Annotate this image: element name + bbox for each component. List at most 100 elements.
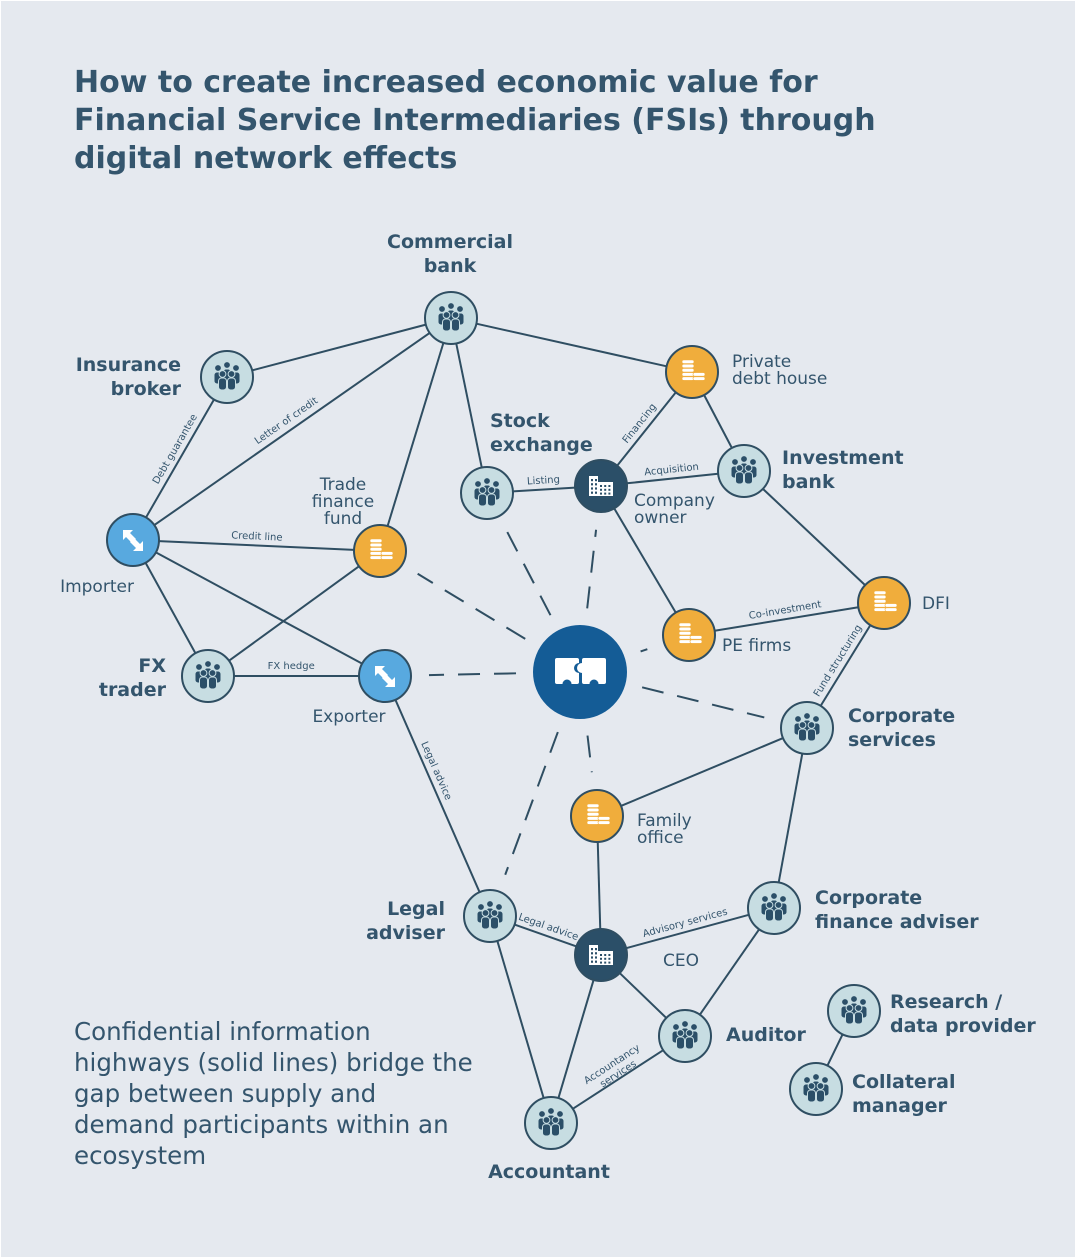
node-label-line: Private [732,352,791,372]
edge-insurance-broker-to-commercial-bank [251,323,427,372]
node-label-line: Investment [782,447,904,469]
node-label-line: Family [637,811,692,831]
node-label-line: data provider [890,1015,1036,1037]
people-icon [802,1073,830,1103]
edge-insurance-broker-to-importer [145,399,215,518]
node-label-line: adviser [366,922,446,944]
edge-commercial-bank-to-private-debt-house [476,322,667,368]
edge-platform-hub-to-stock-exchange [506,531,552,616]
edge-commercial-bank-to-stock-exchange [455,343,483,468]
edge-family-office-to-ceo [596,841,602,930]
edge-company-owner-to-pe-firms [613,507,677,614]
exchange-arrows-icon [375,666,395,687]
edge-legal-adviser-to-ceo [514,923,577,948]
edge-label: Fund structuring [812,623,865,699]
edge-platform-hub-to-corporate-services [641,686,765,719]
edge-platform-hub-to-family-office [586,735,593,773]
node-auditor: Auditor [658,1009,806,1063]
node-label-line: Exporter [312,707,385,727]
node-label-line: Company [634,491,715,511]
node-label-line: Commercial [387,231,513,253]
node-label-line: FX [138,655,166,677]
node-label-line: Stock [490,410,550,432]
node-label-line: debt house [732,369,827,389]
people-icon [730,455,758,485]
node-label-line: Importer [60,577,134,597]
edge-platform-hub-to-pe-firms [640,648,648,653]
node-label-line: Trade [319,475,367,495]
coins-icon [586,803,611,825]
exchange-arrows-icon [123,530,143,551]
people-icon [437,302,465,332]
node-label-auditor: Auditor [726,1024,806,1046]
node-label-line: DFI [922,594,950,614]
people-icon [213,361,241,391]
edge-platform-hub-to-legal-adviser [504,731,559,876]
node-pe-firms: PE firms [662,608,791,662]
node-label-line: Collateral [852,1071,956,1093]
edge-company-owner-to-investment-bank [626,472,719,485]
page-title: How to create increased economic value f… [74,65,876,176]
people-icon [840,995,868,1025]
coins-icon [678,622,703,644]
edge-platform-hub-to-trade-finance-fund [417,572,526,640]
node-label-importer: Importer [60,577,134,597]
node-label-line: finance [312,492,374,512]
node-label-line: PE firms [722,636,791,656]
node-label-exporter: Exporter [312,707,385,727]
edge-corporate-services-to-corporate-finance-adviser [777,753,804,883]
node-dfi: DFI [857,576,950,630]
node-label-line: Corporate [848,705,955,727]
people-icon [537,1107,565,1137]
node-label-line: Insurance [76,354,181,376]
edge-platform-hub-to-exporter [428,672,517,677]
node-research-data-provider: Research /data provider [827,984,1036,1038]
node-label-line: Accountant [488,1161,610,1183]
edge-commercial-bank-to-importer [153,332,431,526]
node-label-line: broker [111,378,182,400]
building-icon [589,476,613,496]
node-accountant: Accountant [488,1096,610,1183]
people-icon [760,892,788,922]
people-icon [194,660,222,690]
edge-label: Letter of credit [253,395,320,447]
node-label-pe-firms: PE firms [722,636,791,656]
edge-auditor-to-accountant [572,1049,664,1110]
edge-ceo-to-corporate-finance-adviser [625,913,750,950]
node-label-line: trader [99,679,167,701]
node-label-line: bank [782,471,835,493]
puzzle-icon [555,658,606,689]
people-icon [476,900,504,930]
node-label-line: Legal [387,898,445,920]
edge-label: Accountancyservices [582,1043,648,1097]
node-label-ceo: CEO [663,951,699,971]
edge-platform-hub-to-company-owner [586,529,598,609]
node-label-line: exchange [490,434,593,456]
edge-trade-finance-fund-to-fx-trader [228,565,360,662]
edge-corporate-finance-adviser-to-auditor [699,928,760,1016]
edge-label: Legal advice [517,912,580,943]
node-label-accountant: Accountant [488,1161,610,1183]
edge-label: Listing [527,475,561,488]
